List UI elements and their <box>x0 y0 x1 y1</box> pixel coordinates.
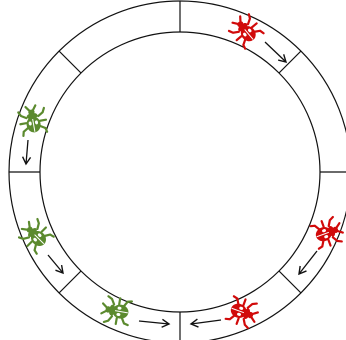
beetle-icon <box>310 216 345 250</box>
beetle-icon <box>225 295 260 329</box>
inner-ring <box>40 32 320 312</box>
green-bug-left-top <box>18 104 48 136</box>
segment-dividers <box>9 1 346 340</box>
red-bug-top <box>226 11 264 49</box>
arrow-counterclockwise <box>48 255 63 273</box>
arrow-counterclockwise <box>139 321 169 324</box>
red-bug-right <box>310 216 345 250</box>
segment-divider <box>279 51 301 73</box>
arrow-clockwise <box>191 320 221 324</box>
beetle-icon <box>226 11 264 49</box>
beetle-icon <box>18 104 48 136</box>
segment-divider <box>59 51 81 73</box>
green-bug-bottom <box>100 296 132 326</box>
segment-divider <box>59 271 81 293</box>
arrow-clockwise <box>265 42 286 62</box>
arrow-clockwise <box>299 251 317 274</box>
red-bug-bottom <box>225 295 260 329</box>
segment-divider <box>279 271 301 293</box>
beetle-icon <box>100 296 132 326</box>
arrow-counterclockwise <box>26 140 28 164</box>
